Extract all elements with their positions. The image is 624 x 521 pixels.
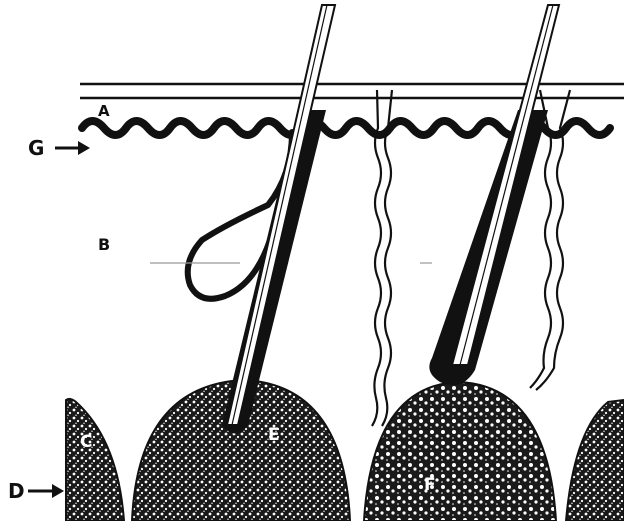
arrow-g [55,141,90,155]
label-d: D [8,479,25,503]
hair-follicle-right [429,5,559,385]
label-b: B [98,235,110,254]
label-c: C [80,432,92,452]
dome-left-partial [66,399,124,521]
label-e: E [268,425,280,445]
label-f: F [424,475,436,495]
hair-shaft-right [452,5,559,365]
duct-one [372,90,381,426]
dome-right-partial [566,400,624,521]
arrow-d [28,484,64,498]
surface-layer [80,84,624,98]
label-g: G [28,136,44,160]
dome-second [364,382,556,521]
duct-one-inner [382,90,392,426]
label-a: A [98,102,110,120]
